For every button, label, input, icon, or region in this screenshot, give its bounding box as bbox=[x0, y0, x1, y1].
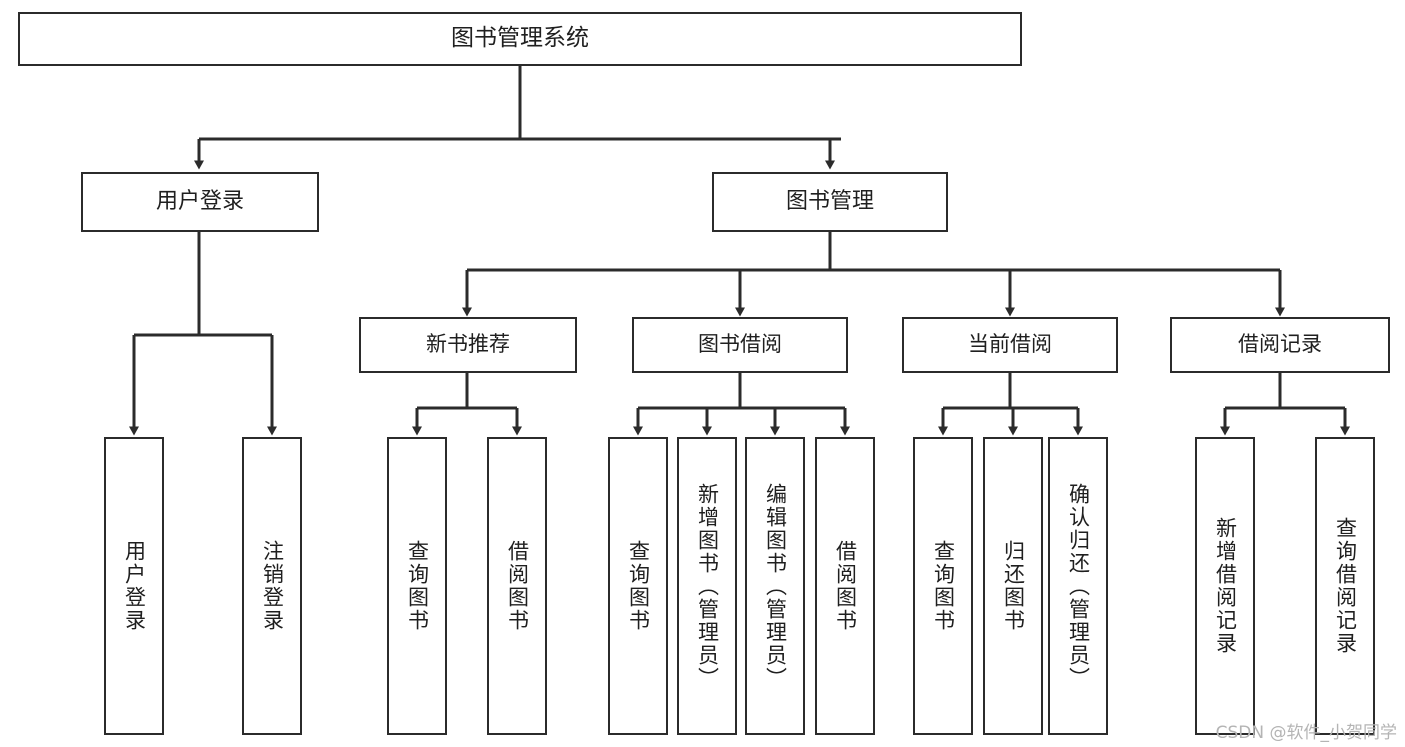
node-leaf-add-book-label: 新增图书（管理员） bbox=[695, 482, 720, 690]
node-current-borrow[interactable]: 当前借阅 bbox=[902, 317, 1118, 373]
node-borrow-record-label: 借阅记录 bbox=[1238, 332, 1322, 357]
node-leaf-query-book-1-label: 查询图书 bbox=[405, 540, 430, 632]
node-leaf-borrow-book-1[interactable]: 借阅图书 bbox=[487, 437, 547, 735]
node-leaf-edit-book-label: 编辑图书（管理员） bbox=[763, 482, 788, 690]
node-leaf-borrow-book-2[interactable]: 借阅图书 bbox=[815, 437, 875, 735]
node-leaf-edit-book[interactable]: 编辑图书（管理员） bbox=[745, 437, 805, 735]
node-book-borrow-label: 图书借阅 bbox=[698, 332, 782, 357]
node-leaf-return-book[interactable]: 归还图书 bbox=[983, 437, 1043, 735]
csdn-watermark: CSDN @软件_小贺同学 bbox=[1215, 723, 1397, 743]
node-leaf-confirm-return[interactable]: 确认归还（管理员） bbox=[1048, 437, 1108, 735]
node-new-book-recommend[interactable]: 新书推荐 bbox=[359, 317, 577, 373]
node-leaf-return-book-label: 归还图书 bbox=[1001, 540, 1026, 632]
node-current-borrow-label: 当前借阅 bbox=[968, 332, 1052, 357]
node-book-manage-label: 图书管理 bbox=[785, 188, 874, 214]
node-leaf-confirm-return-label: 确认归还（管理员） bbox=[1066, 482, 1091, 690]
node-root-label: 图书管理系统 bbox=[451, 25, 589, 52]
node-leaf-user-login-label: 用户登录 bbox=[122, 540, 147, 632]
node-leaf-query-book-2-label: 查询图书 bbox=[626, 540, 651, 632]
node-leaf-query-record-label: 查询借阅记录 bbox=[1333, 517, 1358, 655]
node-leaf-add-record-label: 新增借阅记录 bbox=[1213, 517, 1238, 655]
node-user-login[interactable]: 用户登录 bbox=[81, 172, 319, 232]
node-leaf-query-book-3[interactable]: 查询图书 bbox=[913, 437, 973, 735]
node-leaf-query-book-2[interactable]: 查询图书 bbox=[608, 437, 668, 735]
node-leaf-query-book-1[interactable]: 查询图书 bbox=[387, 437, 447, 735]
node-borrow-record[interactable]: 借阅记录 bbox=[1170, 317, 1390, 373]
node-leaf-add-book[interactable]: 新增图书（管理员） bbox=[677, 437, 737, 735]
node-book-borrow[interactable]: 图书借阅 bbox=[632, 317, 848, 373]
node-book-manage[interactable]: 图书管理 bbox=[712, 172, 948, 232]
node-leaf-user-logout[interactable]: 注销登录 bbox=[242, 437, 302, 735]
node-new-book-recommend-label: 新书推荐 bbox=[426, 332, 510, 357]
node-leaf-add-record[interactable]: 新增借阅记录 bbox=[1195, 437, 1255, 735]
node-leaf-user-logout-label: 注销登录 bbox=[260, 540, 285, 632]
node-leaf-query-book-3-label: 查询图书 bbox=[931, 540, 956, 632]
node-leaf-borrow-book-1-label: 借阅图书 bbox=[505, 540, 530, 632]
node-root[interactable]: 图书管理系统 bbox=[18, 12, 1022, 66]
node-leaf-query-record[interactable]: 查询借阅记录 bbox=[1315, 437, 1375, 735]
node-leaf-borrow-book-2-label: 借阅图书 bbox=[833, 540, 858, 632]
node-leaf-user-login[interactable]: 用户登录 bbox=[104, 437, 164, 735]
node-user-login-label: 用户登录 bbox=[155, 188, 244, 214]
